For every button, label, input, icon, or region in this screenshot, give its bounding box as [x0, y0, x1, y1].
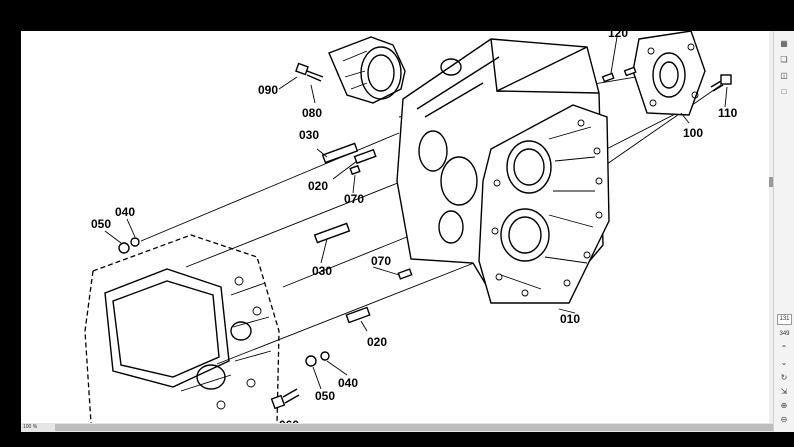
zoom-out-icon[interactable]: ⊖	[780, 415, 788, 424]
callout-010: 010	[560, 312, 580, 326]
callout-090: 090	[258, 83, 278, 97]
callout-030-upper: 030	[299, 128, 319, 142]
document-viewport[interactable]: 090 080 030 020 070 050 040 030 070 020 …	[21, 31, 773, 423]
nut-washer-lower	[305, 351, 330, 367]
callout-080: 080	[302, 106, 322, 120]
callout-120: 120	[608, 31, 628, 40]
transmission-case-010	[396, 38, 610, 304]
nut-washer-upper	[118, 237, 140, 254]
callout-040-upper: 040	[115, 205, 135, 219]
callout-020-lower: 020	[367, 335, 387, 349]
callout-020-upper: 020	[308, 179, 328, 193]
chevron-up-icon[interactable]: ⌃	[780, 344, 788, 353]
callout-050-lower: 050	[315, 389, 335, 403]
attachment-icon[interactable]: ◫	[780, 71, 788, 80]
callout-030-lower: 030	[312, 264, 332, 278]
stud-030-upper	[321, 142, 359, 164]
chevron-down-icon[interactable]: ⌄	[780, 358, 788, 367]
callout-110: 110	[718, 106, 738, 120]
vertical-scroll-thumb[interactable]	[769, 177, 773, 187]
rotate-icon[interactable]: ↻	[780, 373, 788, 382]
fit-page-icon[interactable]: ⇲	[780, 387, 788, 396]
zoom-in-icon[interactable]: ⊕	[780, 401, 788, 410]
zoom-level: 100 %	[21, 423, 38, 432]
bookmark-icon[interactable]: ▦	[780, 39, 788, 48]
stud-020-upper	[353, 148, 377, 165]
pin-070-upper	[349, 164, 361, 176]
callout-070-lower: 070	[371, 254, 391, 268]
horizontal-scroll-thumb[interactable]	[55, 424, 773, 431]
horizontal-scrollbar[interactable]: 100 %	[21, 423, 773, 432]
parts-diagram: 090 080 030 020 070 050 040 030 070 020 …	[84, 31, 738, 423]
viewer-toolbar: ▦ ❏ ◫ □ 131 349 ⌃ ⌄ ↻ ⇲ ⊕ ⊖	[773, 31, 794, 432]
bolt-060	[270, 388, 300, 410]
pages-icon[interactable]: □	[781, 87, 787, 96]
pins-120	[601, 66, 637, 83]
pin-070-lower	[397, 268, 413, 280]
bolt-090	[295, 62, 324, 82]
page-count: 349	[779, 331, 790, 337]
bearing-housing-080	[328, 36, 406, 104]
vertical-scrollbar[interactable]	[769, 31, 773, 423]
callout-040-lower: 040	[338, 376, 358, 390]
callout-070-upper: 070	[344, 192, 364, 206]
cover-100	[632, 31, 706, 116]
callout-050-upper: 050	[91, 217, 111, 231]
front-housing	[84, 234, 280, 423]
callout-100: 100	[683, 126, 703, 140]
bolt-110	[710, 74, 732, 92]
callout-060: 060	[279, 418, 299, 423]
page-number-input[interactable]: 131	[777, 314, 792, 325]
stud-030-lower	[313, 222, 351, 244]
stud-020-lower	[345, 306, 371, 324]
layers-icon[interactable]: ❏	[780, 55, 788, 64]
